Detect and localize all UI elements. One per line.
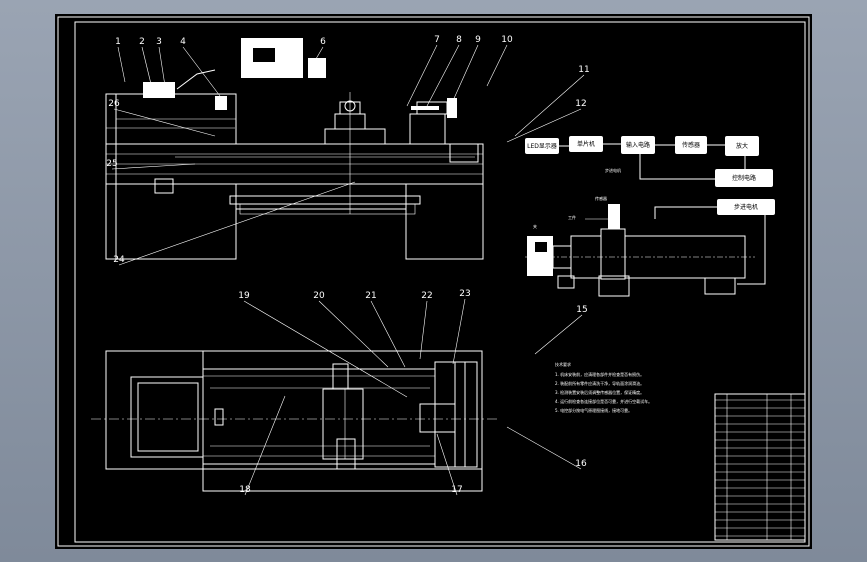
part-number-label: 19 bbox=[238, 291, 250, 301]
lathe-top-view bbox=[91, 350, 500, 492]
engineering-drawing: 技术要求 1. 机床安装前，应清理各部件并检查是否有损伤。 2. 装配前所有零件… bbox=[57, 16, 810, 547]
leader-line bbox=[452, 298, 466, 365]
part-number-label: 18 bbox=[239, 485, 251, 495]
notes-line: 3. 检测装置安装后须调整传感器位置，保证精度。 bbox=[555, 389, 644, 395]
part-number-label: 21 bbox=[365, 291, 376, 301]
leader-line bbox=[436, 433, 458, 496]
block-label: LED显示器 bbox=[527, 143, 557, 150]
part-number-label: 7 bbox=[434, 35, 440, 45]
leader-line bbox=[118, 181, 356, 266]
lathe-front-view bbox=[105, 38, 484, 260]
part-number-label: 16 bbox=[575, 459, 587, 469]
leader-line bbox=[486, 44, 508, 87]
part-number-label: 22 bbox=[421, 291, 432, 301]
part-number-label: 6 bbox=[320, 37, 326, 47]
leader-line bbox=[419, 300, 428, 360]
block-label: 输入电路 bbox=[626, 141, 650, 149]
annotation-label: 工件 bbox=[568, 214, 576, 220]
leader-line bbox=[312, 46, 324, 65]
part-number-label: 26 bbox=[108, 99, 120, 109]
block-label: 步进电机 bbox=[734, 203, 758, 211]
part-number-label: 20 bbox=[313, 291, 325, 301]
block-labels: LED显示器单片机输入电路传感器放大控制电路步进电机夹工件传感器步进电机 bbox=[527, 140, 758, 229]
leader-line bbox=[243, 300, 408, 398]
leader-line bbox=[158, 46, 166, 87]
notes-line: 1. 机床安装前，应清理各部件并检查是否有损伤。 bbox=[555, 371, 644, 377]
part-number-label: 8 bbox=[456, 35, 462, 45]
leader-line bbox=[506, 426, 582, 470]
part-number-label: 11 bbox=[578, 65, 589, 75]
leader-line bbox=[318, 300, 389, 368]
part-number-label: 9 bbox=[475, 35, 481, 45]
block-label: 放大 bbox=[736, 142, 748, 150]
leader-line bbox=[244, 395, 286, 496]
notes-line: 5. 电控部分按电气原理图接线，接地可靠。 bbox=[555, 407, 632, 413]
part-number-label: 17 bbox=[451, 485, 462, 495]
part-number-label: 4 bbox=[180, 37, 186, 47]
part-number-label: 3 bbox=[156, 37, 162, 47]
leader-line bbox=[113, 108, 216, 137]
leader-line bbox=[111, 163, 196, 170]
annotation-label: 步进电机 bbox=[605, 167, 621, 173]
leader-line bbox=[426, 44, 460, 107]
leader-line bbox=[514, 74, 585, 137]
leader-line bbox=[534, 314, 583, 355]
control-block-diagram bbox=[525, 136, 775, 297]
leader-line bbox=[141, 46, 152, 85]
annotation-label: 夹 bbox=[533, 223, 537, 229]
block-label: 传感器 bbox=[682, 141, 700, 149]
notes-line: 4. 运行前检查各连接部位是否可靠，并进行空载试车。 bbox=[555, 398, 652, 404]
part-number-label: 15 bbox=[576, 305, 587, 315]
block-label: 控制电路 bbox=[732, 174, 756, 182]
part-number-label: 12 bbox=[575, 99, 586, 109]
outer-border bbox=[57, 16, 810, 547]
parts-list-table bbox=[714, 393, 806, 541]
leader-line bbox=[370, 300, 406, 368]
leader-line bbox=[446, 44, 479, 115]
part-number-label: 10 bbox=[501, 35, 513, 45]
annotation-label: 传感器 bbox=[595, 195, 607, 201]
technical-notes: 技术要求 1. 机床安装前，应清理各部件并检查是否有损伤。 2. 装配前所有零件… bbox=[555, 361, 652, 413]
leader-line bbox=[182, 46, 221, 97]
part-number-label: 23 bbox=[459, 289, 470, 299]
block-label: 单片机 bbox=[577, 140, 595, 148]
notes-heading: 技术要求 bbox=[555, 361, 571, 367]
leader-lines bbox=[111, 44, 585, 496]
notes-line: 2. 装配前所有零件应清洗干净，导轨面涂润滑油。 bbox=[555, 380, 644, 386]
part-number-label: 2 bbox=[139, 37, 145, 47]
part-number-label: 25 bbox=[106, 159, 117, 169]
inner-border bbox=[74, 21, 806, 543]
part-number-label: 24 bbox=[113, 255, 125, 265]
part-number-label: 1 bbox=[115, 37, 121, 47]
leader-line bbox=[406, 44, 438, 107]
leader-line bbox=[117, 46, 126, 83]
leader-line bbox=[506, 108, 582, 143]
drawing-sheet: 技术要求 1. 机床安装前，应清理各部件并检查是否有损伤。 2. 装配前所有零件… bbox=[55, 14, 812, 549]
